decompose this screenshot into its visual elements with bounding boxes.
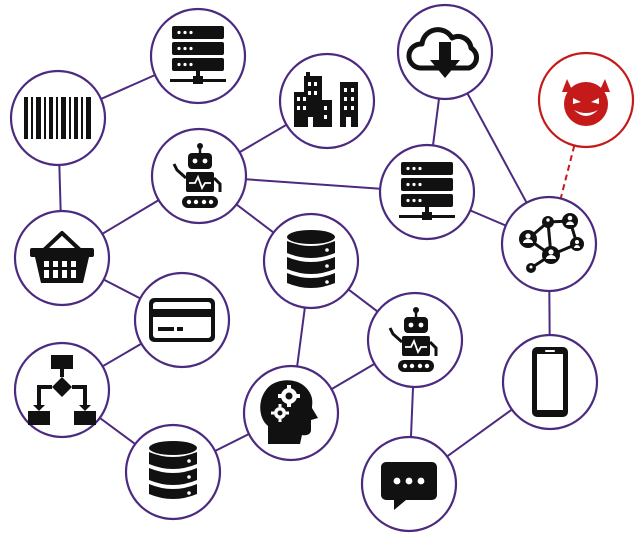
brain-gears-icon xyxy=(260,380,318,444)
server-icon xyxy=(170,26,226,84)
node-cloud-download xyxy=(396,3,494,101)
node-database-bottom xyxy=(124,423,222,521)
node-network-hub xyxy=(500,195,598,293)
barcode-icon xyxy=(24,97,91,139)
shopping-basket-icon xyxy=(30,231,94,283)
cloud-download-icon xyxy=(406,27,479,78)
chat-bubble-icon xyxy=(381,462,437,510)
node-robot-bottom xyxy=(366,291,464,389)
devil-icon xyxy=(562,79,610,126)
node-ai-brain xyxy=(242,364,340,462)
node-credit-card xyxy=(133,271,231,369)
flowchart-icon xyxy=(28,355,96,425)
node-smartphone xyxy=(501,333,599,431)
node-flowchart xyxy=(13,341,111,439)
node-robot-top xyxy=(150,127,248,225)
threat-link-dashed xyxy=(559,145,576,199)
node-server-top xyxy=(149,7,247,105)
credit-card-icon xyxy=(149,298,215,342)
node-barcode xyxy=(9,69,107,167)
server-icon xyxy=(399,162,455,220)
node-threat xyxy=(537,51,635,149)
node-server-mid xyxy=(378,143,476,241)
smartphone-icon xyxy=(532,347,568,417)
database-icon xyxy=(287,230,335,288)
robot-icon xyxy=(172,143,222,208)
robot-icon xyxy=(388,307,438,372)
database-icon xyxy=(149,441,197,499)
node-database-mid xyxy=(262,212,360,310)
node-buildings xyxy=(278,52,376,150)
node-basket xyxy=(13,209,111,307)
buildings-icon xyxy=(294,72,358,127)
network-people-icon xyxy=(519,213,584,273)
node-chat xyxy=(360,435,458,533)
